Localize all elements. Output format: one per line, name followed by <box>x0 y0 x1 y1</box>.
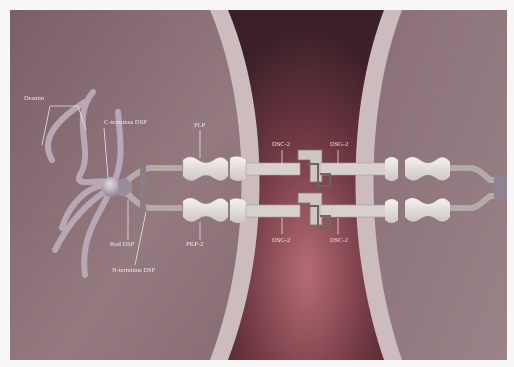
dsp-rod <box>140 166 146 210</box>
label-c-terminus-dsp: C-terminus DSP <box>104 119 147 126</box>
label-dsc-2-bottom: DSC-2 <box>330 237 348 244</box>
label-rod-dsp: Rod DSP <box>110 241 135 248</box>
label-dsc-2-top: DSC-2 <box>272 141 290 148</box>
label-dsg-2-top: DSG-2 <box>330 141 348 148</box>
right-cell-interior <box>372 10 508 360</box>
label-plp: PLP <box>194 122 206 129</box>
label-dsg-2-bottom: DSG-2 <box>272 237 290 244</box>
right-dsp-anchor <box>494 176 507 200</box>
label-pkp-2: PKP-2 <box>186 241 203 248</box>
label-desmin: Desmin <box>24 95 45 102</box>
label-n-terminus-dsp: N-terminus DSP <box>112 267 156 274</box>
